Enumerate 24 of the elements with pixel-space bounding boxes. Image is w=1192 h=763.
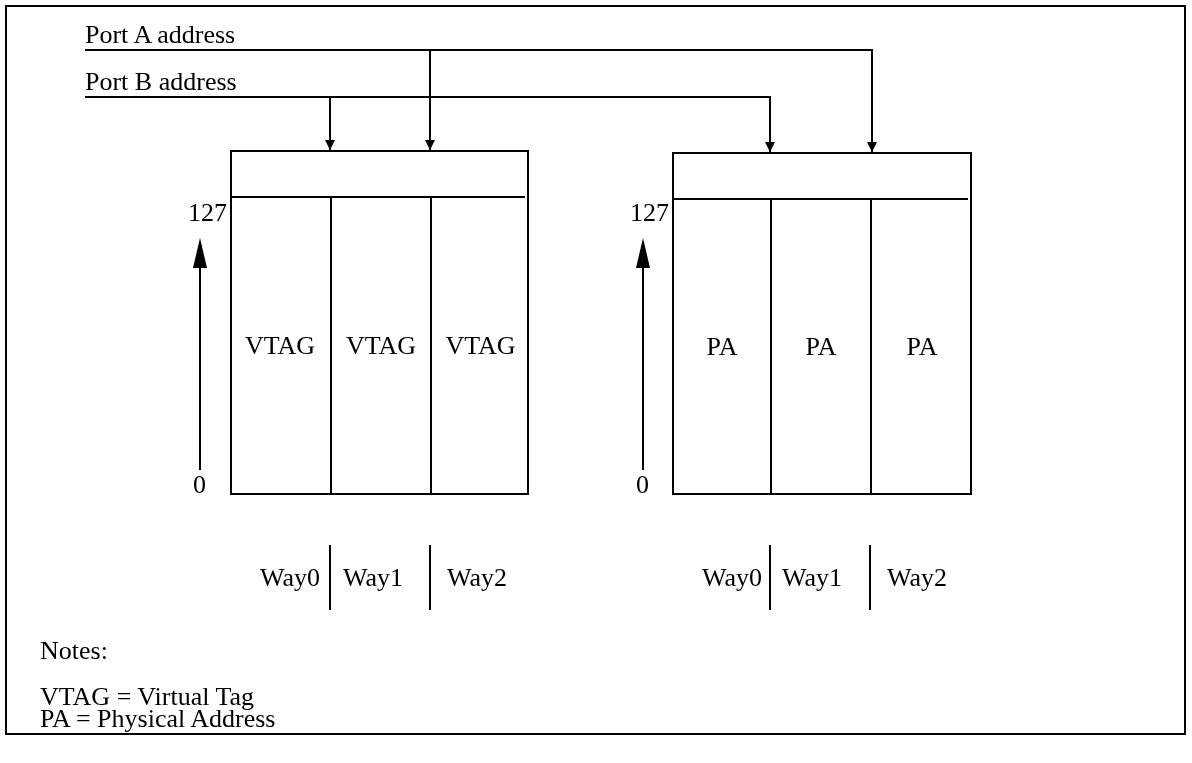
address-label: Port A address bbox=[85, 20, 285, 50]
memory-column: VTAG bbox=[230, 198, 330, 493]
way-label: Way0 bbox=[260, 563, 320, 593]
memory-column: PA bbox=[672, 200, 772, 493]
memory-array bbox=[672, 152, 972, 495]
connector-arrow bbox=[84, 49, 877, 153]
way-label: Way1 bbox=[343, 563, 403, 593]
way-label: Way1 bbox=[782, 563, 842, 593]
index-number: 0 bbox=[636, 470, 649, 500]
notes-heading: Notes: bbox=[40, 636, 108, 666]
way-label: Way2 bbox=[887, 563, 947, 593]
way-label: Way2 bbox=[447, 563, 507, 593]
memory-column: VTAG bbox=[330, 198, 430, 493]
memory-array bbox=[230, 150, 529, 495]
index-number: 0 bbox=[193, 470, 206, 500]
index-number: 127 bbox=[188, 198, 227, 228]
index-number: 127 bbox=[630, 198, 669, 228]
memory-column: VTAG bbox=[430, 198, 529, 493]
way-label: Way0 bbox=[702, 563, 762, 593]
memory-column: PA bbox=[770, 200, 870, 493]
connector-arrow bbox=[84, 96, 775, 153]
address-label: Port B address bbox=[85, 67, 285, 97]
memory-column: PA bbox=[870, 200, 972, 493]
note-text: VTAG = Virtual Tag bbox=[40, 686, 255, 708]
